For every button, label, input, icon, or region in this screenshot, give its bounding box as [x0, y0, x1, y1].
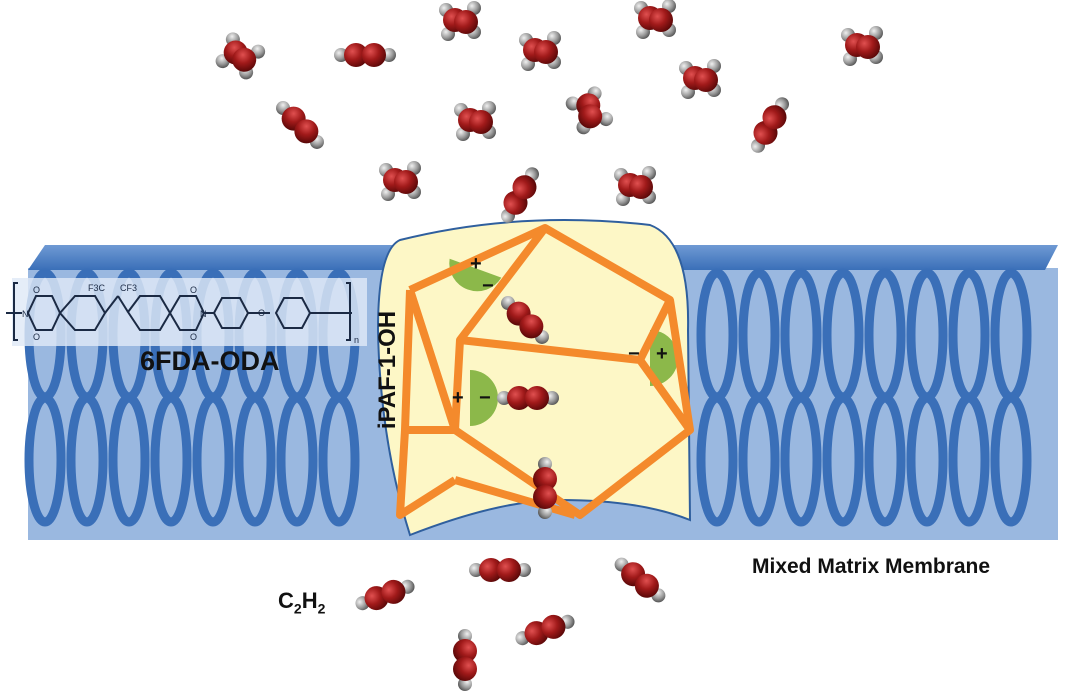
formula-sub: 2: [293, 600, 302, 617]
membrane-ring: [24, 393, 66, 527]
acetylene-molecule: [497, 386, 559, 410]
carbonyl-o1: O: [33, 285, 40, 295]
charge-minus: −: [628, 343, 640, 365]
membrane-ring: [108, 393, 150, 527]
gas-molecule: [634, 0, 676, 39]
formula-sub: 2: [317, 600, 326, 617]
cf3-right: CF3: [120, 283, 137, 293]
acetylene-molecule: [469, 558, 531, 582]
acetylene-molecule: [334, 43, 396, 67]
charge-plus: +: [470, 253, 482, 275]
framework-label: iPAF-1-OH: [374, 310, 401, 430]
acetylene-molecule: [501, 167, 539, 223]
acetylene-molecule: [515, 614, 575, 646]
carbonyl-o2: O: [33, 332, 40, 342]
cf3-left: F3C: [88, 283, 106, 293]
membrane-ring: [150, 393, 192, 527]
acetylene-label: C2H2: [278, 588, 326, 617]
formula-h: H: [301, 588, 318, 613]
membrane-ring: [864, 393, 906, 527]
carbonyl-o3: O: [190, 285, 197, 295]
membrane-ring: [906, 393, 948, 527]
ether-oxygen: O: [258, 308, 265, 318]
gas-molecule: [679, 59, 721, 99]
gas-molecule: [614, 166, 656, 206]
charge-plus: +: [656, 343, 668, 365]
acetylene-molecule: [355, 579, 415, 611]
binding-site: [650, 330, 678, 386]
gas-molecule: [439, 1, 481, 41]
acetylene-molecule: [453, 629, 477, 691]
acetylene-molecule: [614, 557, 666, 603]
membrane-label: Mixed Matrix Membrane: [752, 555, 991, 578]
acetylene-molecule: [751, 97, 789, 153]
membrane-ring: [276, 393, 318, 527]
polymer-label: 6FDA-ODA: [140, 346, 280, 376]
nitrogen-right: N: [200, 309, 207, 319]
gas-molecule: [379, 161, 421, 201]
framework-cage: [396, 224, 694, 519]
nitrogen-left: N: [22, 309, 29, 319]
formula-c: C: [278, 588, 294, 613]
membrane-ring: [990, 393, 1032, 527]
membrane-ring: [822, 393, 864, 527]
membrane-ring: [192, 393, 234, 527]
gas-molecule: [841, 26, 883, 66]
membrane-ring: [234, 393, 276, 527]
charge-minus: −: [482, 275, 494, 297]
repeat-unit-n: n: [354, 335, 359, 345]
polymer-structure-panel: [12, 278, 367, 346]
acetylene-molecule: [533, 457, 557, 519]
membrane-ring: [948, 393, 990, 527]
gas-molecule: [454, 101, 496, 141]
gas-molecule: [565, 86, 614, 135]
binding-site: [470, 370, 498, 426]
gas-molecule: [519, 31, 561, 71]
membrane-ring: [696, 393, 738, 527]
polymer-structure: [6, 282, 352, 341]
membrane-ring: [738, 393, 780, 527]
charge-plus: +: [452, 387, 464, 409]
acetylene-molecule: [501, 296, 549, 344]
acetylene-molecule: [276, 101, 324, 149]
binding-sites: [449, 258, 678, 426]
membrane-ring: [318, 393, 360, 527]
gas-molecules: [215, 0, 883, 691]
gas-molecule: [215, 32, 266, 80]
membrane-ring: [780, 393, 822, 527]
charge-minus: −: [479, 387, 491, 409]
membrane-ring: [66, 393, 108, 527]
carbonyl-o4: O: [190, 332, 197, 342]
